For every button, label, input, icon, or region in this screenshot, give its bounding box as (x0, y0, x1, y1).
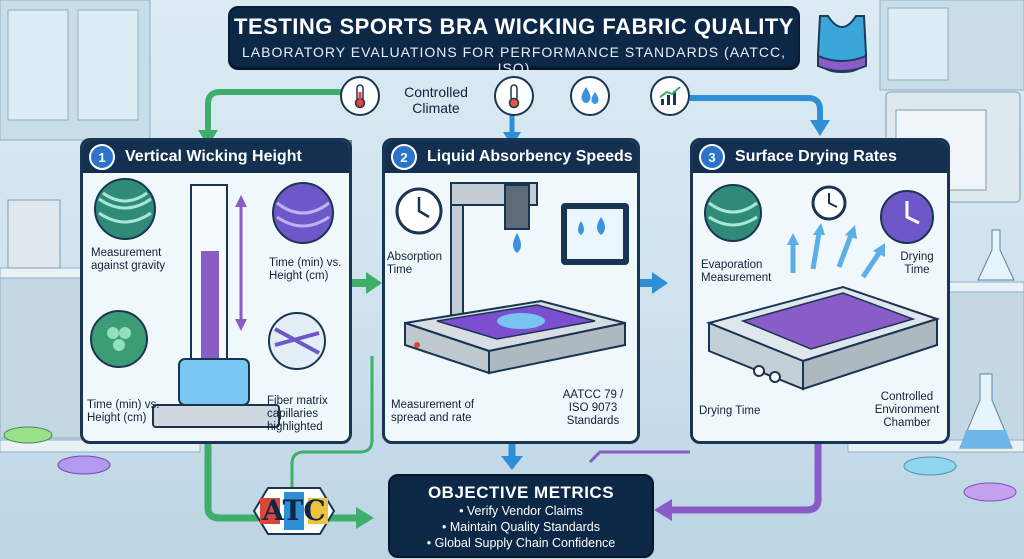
wicking-illustration (90, 178, 334, 428)
panel-header: 1 Vertical Wicking Height (83, 141, 349, 173)
metrics-item: • Global Supply Chain Confidence (426, 536, 616, 550)
absorbency-label-spread: Measurement of spread and rate (391, 399, 475, 424)
absorbency-label-standards: AATCC 79 / ISO 9073 Standards (562, 389, 624, 427)
panel-title: Liquid Absorbency Speeds (427, 148, 633, 165)
absorbency-illustration (395, 182, 629, 375)
panel-header: 2 Liquid Absorbency Speeds (385, 141, 637, 173)
page-subtitle: LABORATORY EVALUATIONS FOR PERFORMANCE S… (241, 44, 786, 76)
atc-logo-text: ATC (262, 494, 326, 527)
wicking-label-time-height-a: Time (min) vs. Height (cm) (269, 257, 342, 282)
metrics-item: • Verify Vendor Claims (459, 504, 583, 518)
drying-label-time-b: Drying Time (699, 405, 761, 417)
metrics-title: OBJECTIVE METRICS (427, 483, 615, 502)
metrics-item: • Maintain Quality Standards (442, 520, 600, 534)
chart-trend-icon (650, 76, 690, 116)
drying-label-evaporation: Evaporation Measurement (701, 259, 772, 284)
wicking-label-gravity: Measurement against gravity (91, 247, 166, 272)
water-drops-icon (570, 76, 610, 116)
drying-illustration (704, 184, 941, 391)
atc-logo-shape (252, 487, 336, 535)
panel-title: Vertical Wicking Height (125, 148, 302, 165)
wicking-label-time-height-b: Time (min) vs. Height (cm) (87, 399, 160, 424)
step-number: 2 (391, 144, 417, 170)
panel-header: 3 Surface Drying Rates (693, 141, 947, 173)
step-number: 1 (89, 144, 115, 170)
step-number: 3 (699, 144, 725, 170)
panel-liquid-absorbency: 2 Liquid Absorbency Speeds Absorption Ti… (382, 138, 640, 444)
thermometer-icon (340, 76, 380, 116)
temperature-icon (494, 76, 534, 116)
drying-label-chamber: Controlled Environment Chamber (874, 391, 940, 429)
title-banner: TESTING SPORTS BRA WICKING FABRIC QUALIT… (228, 6, 800, 76)
climate-label: Controlled Climate (404, 84, 468, 116)
absorbency-label-time: Absorption Time (387, 251, 442, 276)
atc-logo: ATC (252, 484, 336, 538)
sports-bra-icon (816, 15, 868, 74)
panel-vertical-wicking: 1 Vertical Wicking Height Measurement ag… (80, 138, 352, 444)
page-title: TESTING SPORTS BRA WICKING FABRIC QUALIT… (234, 14, 794, 39)
panel-surface-drying: 3 Surface Drying Rates Evaporation Measu… (690, 138, 950, 444)
panel-title: Surface Drying Rates (735, 148, 897, 165)
wicking-label-fiber: Fiber matrix capillaries highlighted (267, 395, 328, 433)
objective-metrics-box: OBJECTIVE METRICS • Verify Vendor Claims… (388, 474, 654, 558)
drying-label-time-a: Drying Time (900, 251, 934, 276)
